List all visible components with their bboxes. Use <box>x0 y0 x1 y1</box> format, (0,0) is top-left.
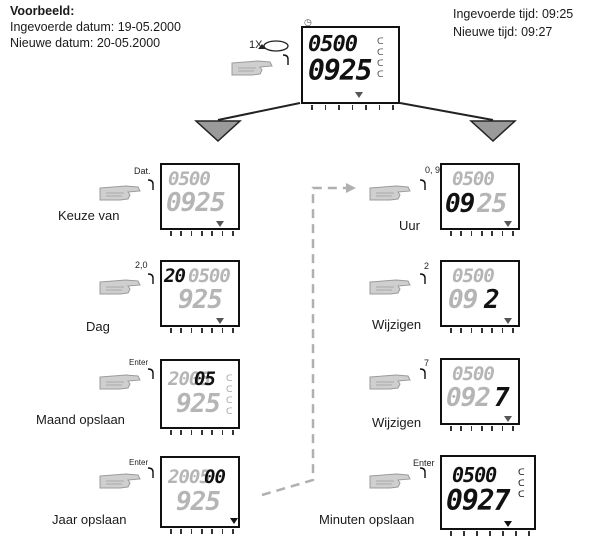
caption-minuten-opslaan: Minuten opslaan <box>319 512 415 527</box>
new-time: Nieuwe tijd: 09:27 <box>453 25 553 39</box>
day-tick-marks <box>444 531 532 537</box>
caption-maand-opslaan: Maand opslaan <box>36 412 125 427</box>
day-tick-marks <box>164 231 236 237</box>
caption-uur: Uur <box>399 218 420 233</box>
day-tick-marks <box>305 105 396 111</box>
day-tick-marks <box>164 430 236 436</box>
day-tick-marks <box>164 328 236 334</box>
day-tick-marks <box>444 426 516 432</box>
button-09-label: 0, 9 <box>425 165 441 175</box>
caption-dag: Dag <box>86 319 110 334</box>
button-enter-label-3: Enter <box>413 458 435 468</box>
caption-jaar-opslaan: Jaar opslaan <box>52 512 127 527</box>
button-20-label: 2,0 <box>135 260 148 270</box>
button-dat-label: Dat. <box>134 166 151 176</box>
button-7-label: 7 <box>424 358 430 368</box>
lcd-step-4: 2005 00 925 <box>160 456 240 534</box>
entered-date: Ingevoerde datum: 19-05.2000 <box>10 20 181 34</box>
caption-wijzigen-1: Wijzigen <box>372 317 422 332</box>
day-tick-marks <box>444 328 516 334</box>
example-title: Voorbeeld: <box>10 4 75 18</box>
day-tick-marks <box>444 231 516 237</box>
lcd-step-7: 0500 092 7 <box>440 358 520 431</box>
lcd-step-1: 0500 0925 <box>160 163 240 236</box>
down-triangle-right <box>469 120 517 143</box>
entered-time: Ingevoerde tijd: 09:25 <box>453 7 574 21</box>
caption-wijzigen-2: Wijzigen <box>372 415 422 430</box>
down-triangle-left <box>194 120 242 143</box>
new-date: Nieuwe datum: 20-05.2000 <box>10 36 161 50</box>
press-count: 1X <box>249 39 263 51</box>
caption-keuze-van: Keuze van <box>58 208 120 223</box>
lcd-step-2: 20 0500 925 <box>160 260 240 333</box>
button-2-label: 2 <box>424 261 430 271</box>
day-tick-marks <box>164 529 236 535</box>
hand-icon <box>231 60 273 76</box>
clock-icon: ◷ <box>304 17 312 27</box>
lcd-step-5: 0500 09 25 <box>440 163 520 236</box>
lcd-step-6: 0500 09 2 <box>440 260 520 333</box>
button-enter-label-1: Enter <box>129 358 149 367</box>
button-enter-label-2: Enter <box>129 458 149 467</box>
